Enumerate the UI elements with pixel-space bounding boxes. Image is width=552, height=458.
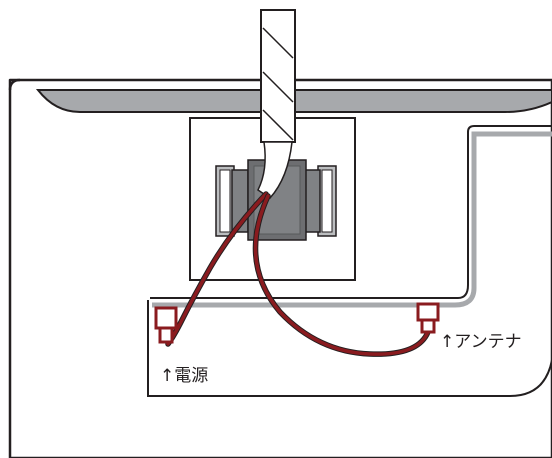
cable-sleeve <box>257 9 296 199</box>
power-plug-icon <box>154 306 178 344</box>
inner-recess <box>147 125 552 397</box>
antenna-label: ↑アンテナ <box>440 332 522 352</box>
cable-icon <box>165 191 431 357</box>
power-label: ↑電源 <box>160 366 208 386</box>
antenna-plug-icon <box>416 302 440 334</box>
